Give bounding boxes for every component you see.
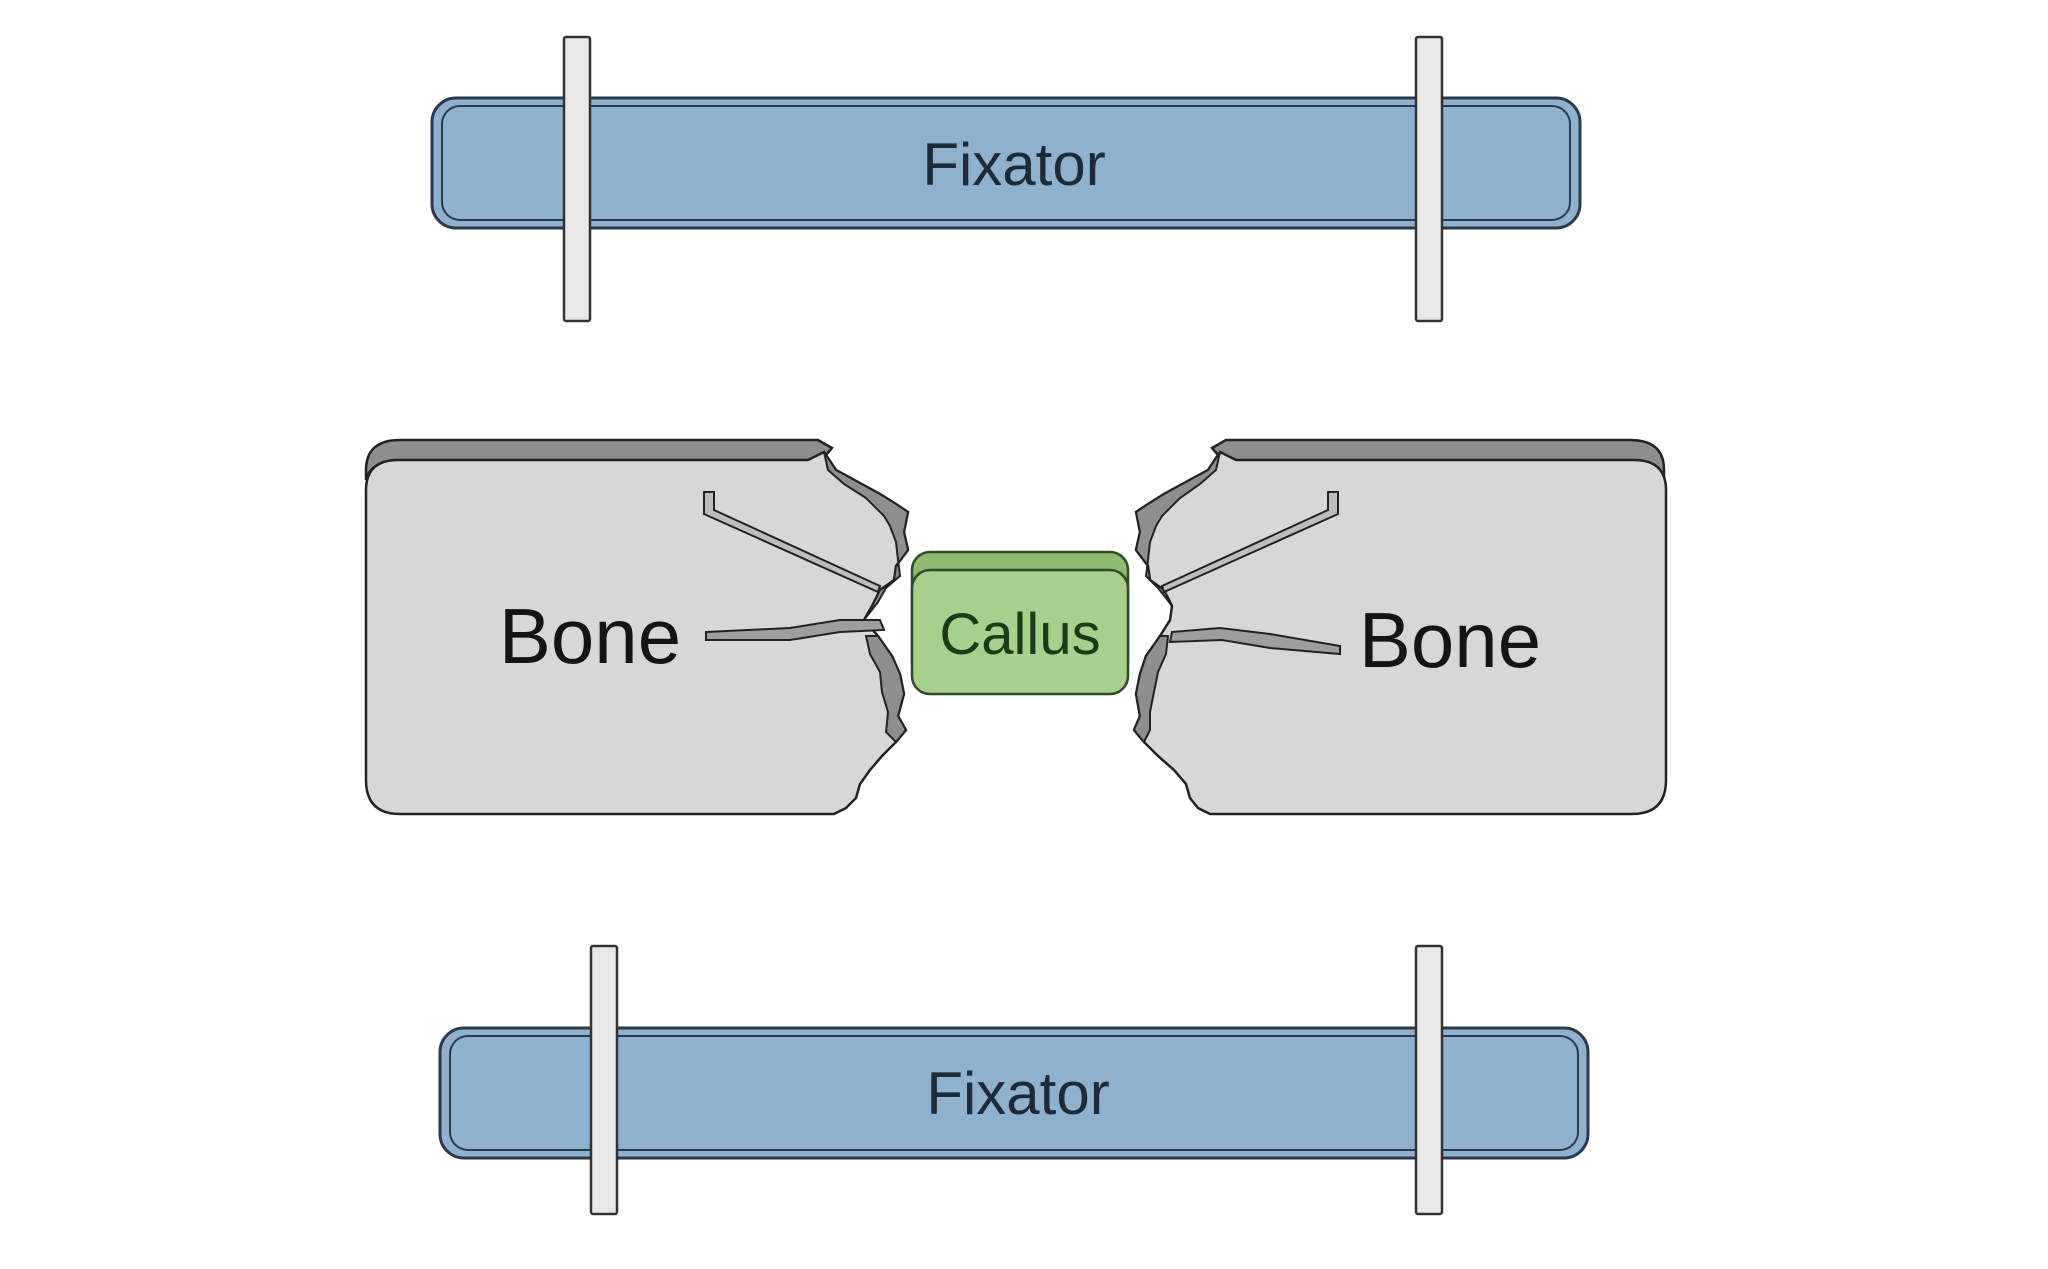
right-bone-crack-upper — [1160, 491, 1339, 594]
right-bone-crack-lower — [1168, 626, 1341, 656]
bottom-fixator-inner-edge — [449, 1035, 1579, 1151]
right-bone-fracture-rim-lower — [1132, 635, 1170, 744]
left-bone-crack-upper — [703, 491, 882, 594]
right-bone: Bone — [1132, 438, 1668, 816]
bottom-fixator-label: Fixator — [926, 1060, 1109, 1127]
top-fixator: Fixator — [430, 35, 1582, 323]
callus: Callus — [910, 550, 1130, 696]
left-bone-fracture-rim-lower — [864, 635, 908, 744]
top-fixator-inner-edge — [441, 105, 1571, 221]
left-bone-fracture-rim — [823, 451, 910, 621]
bottom-fixator-pin-left — [589, 944, 619, 1216]
right-bone-fracture-rim — [1134, 451, 1221, 607]
left-bone: Bone — [364, 438, 910, 816]
left-bone-crack-lower — [705, 619, 886, 641]
bottom-fixator: Fixator — [438, 944, 1590, 1216]
top-fixator-bar — [430, 96, 1582, 230]
callus-block — [910, 568, 1130, 696]
top-fixator-label: Fixator — [922, 131, 1105, 198]
left-bone-label: Bone — [499, 592, 681, 680]
top-fixator-pin-left — [562, 35, 592, 323]
callus-label: Callus — [939, 602, 1100, 667]
right-bone-label: Bone — [1359, 596, 1541, 684]
top-fixator-pin-right — [1414, 35, 1444, 323]
bottom-fixator-bar — [438, 1026, 1590, 1160]
bottom-fixator-pin-right — [1414, 944, 1444, 1216]
